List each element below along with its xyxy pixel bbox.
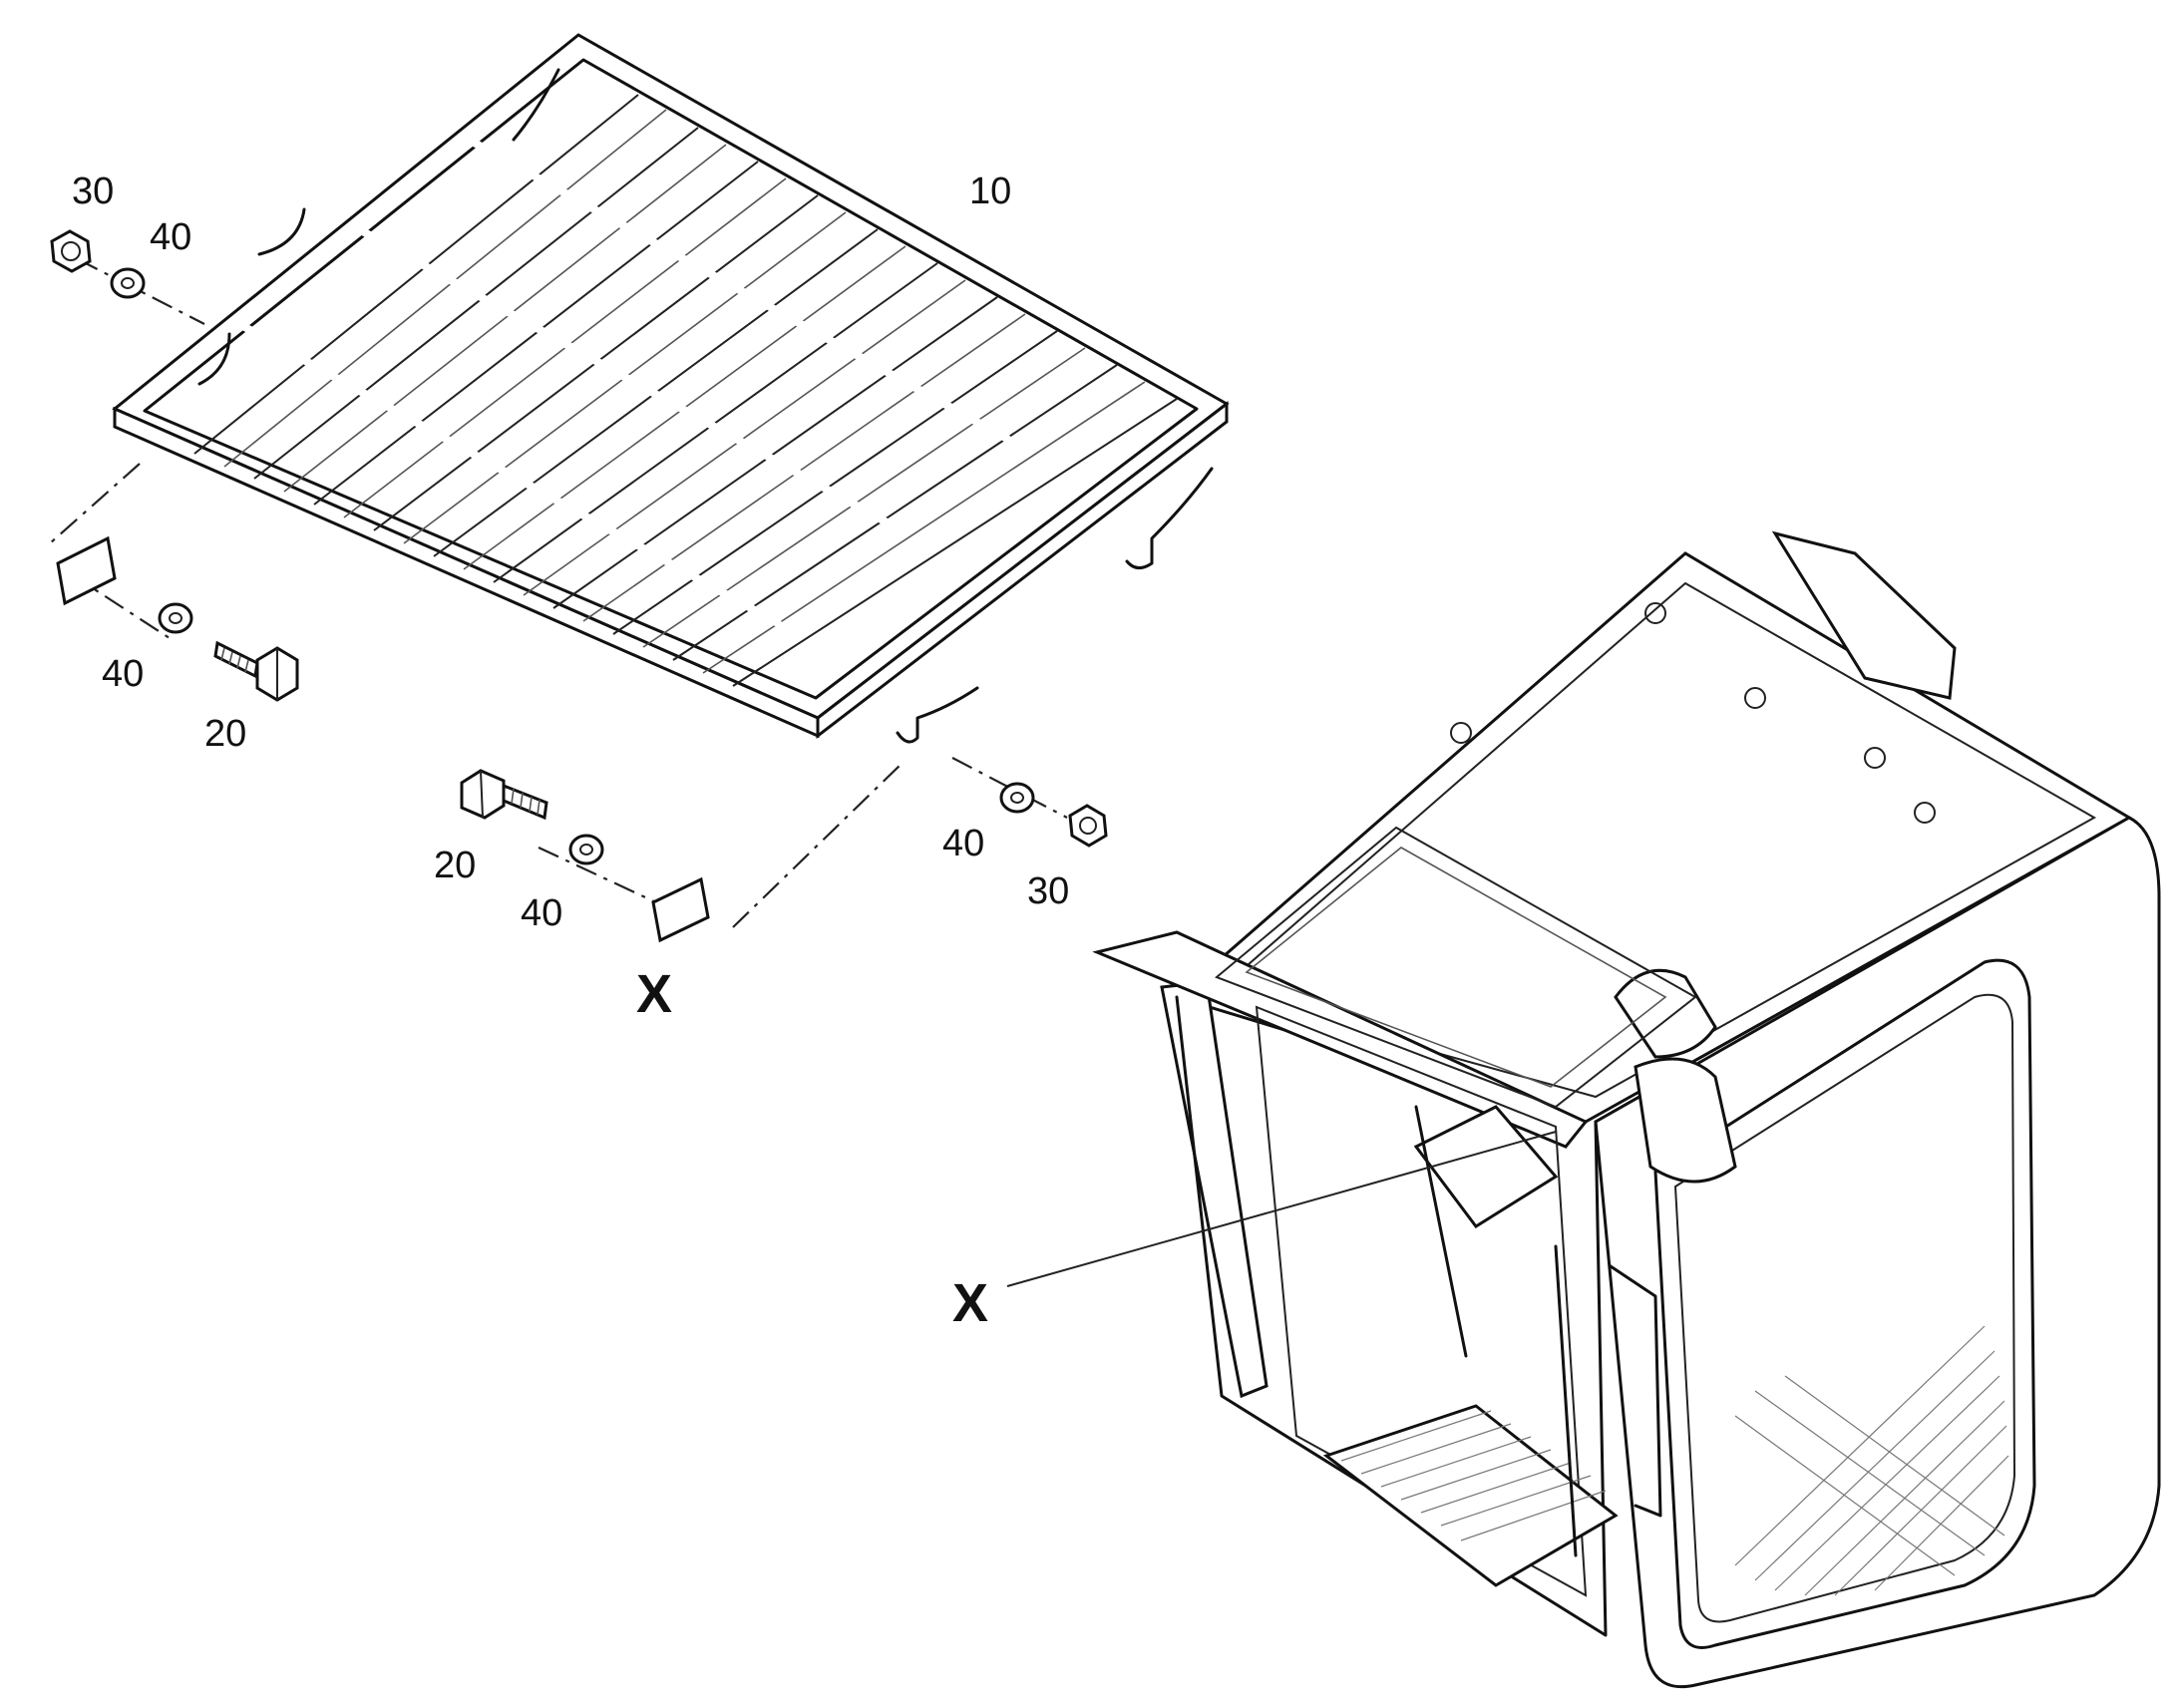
operator-cab-icon (1092, 530, 2161, 1689)
callout-grate: 10 (969, 171, 1011, 212)
floor-grate-icon (112, 33, 1230, 744)
detail-x-label: X (636, 964, 672, 1024)
retaining-clip-icon (56, 535, 117, 606)
callout-washer-right: 40 (942, 823, 984, 864)
hex-bolt-icon (213, 640, 299, 702)
callout-washer-center: 40 (521, 892, 562, 934)
callout-bolt-left: 20 (204, 713, 246, 755)
hex-nut-icon (50, 229, 92, 273)
washer-icon (158, 602, 193, 634)
hex-nut-icon (1068, 804, 1108, 848)
callout-bolt-center: 20 (434, 845, 476, 886)
washer-icon (568, 834, 604, 865)
callout-nut-right: 30 (1027, 870, 1069, 912)
retaining-clip-icon (651, 876, 710, 943)
callout-washer-top-left: 40 (150, 216, 191, 258)
hex-bolt-icon (460, 769, 548, 821)
washer-icon (110, 267, 146, 299)
washer-icon (999, 782, 1035, 814)
callout-nut-top-left: 30 (72, 171, 114, 212)
cab-x-label: X (952, 1273, 988, 1333)
leader-line (1006, 1131, 1557, 1287)
callout-washer-left: 40 (102, 653, 144, 695)
